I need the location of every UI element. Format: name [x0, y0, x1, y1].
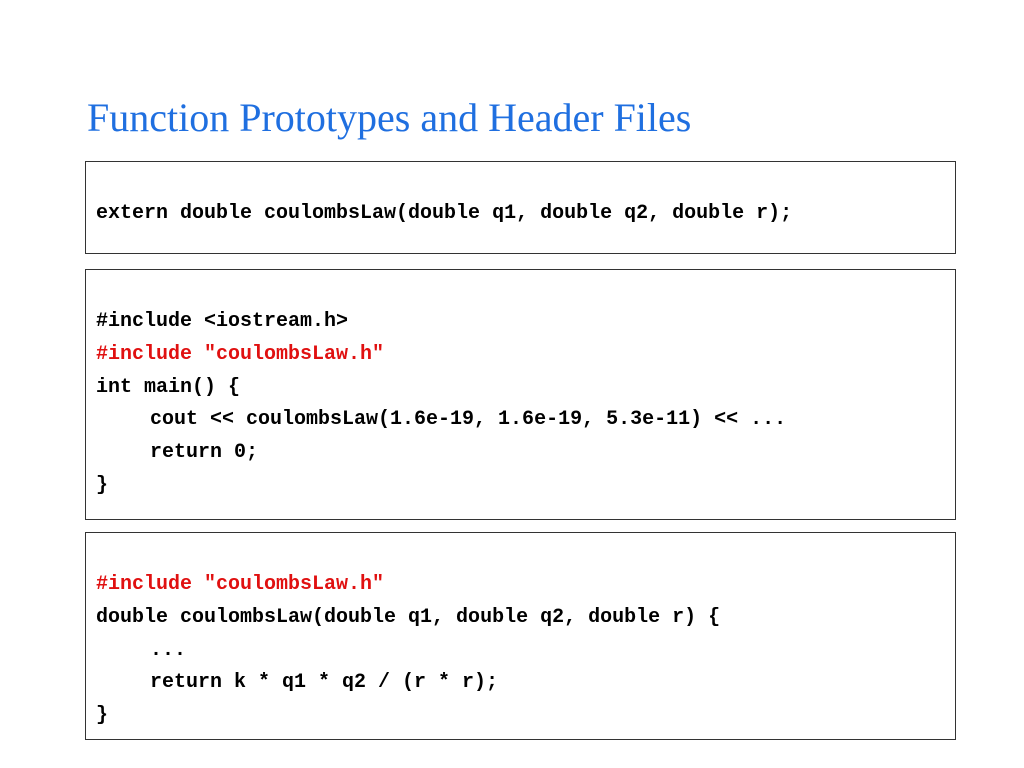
code-line-extern-declaration: extern double coulombsLaw(double q1, dou…: [96, 202, 793, 225]
code-line-return-zero: return 0;: [150, 441, 259, 465]
code-lines: #include <iostream.h> #include "coulombs…: [96, 306, 949, 503]
code-line-include-iostream: #include <iostream.h>: [96, 310, 349, 333]
code-line-closing-brace: }: [96, 473, 109, 497]
code-line-function-signature: double coulombsLaw(double q1, double q2,…: [96, 605, 721, 629]
code-lines: #include "coulombsLaw.h" double coulombs…: [96, 569, 949, 733]
prototype-code-block: extern double coulombsLaw(double q1, dou…: [85, 161, 956, 254]
code-line-include-header: #include "coulombsLaw.h": [96, 342, 385, 366]
definition-code-block: #include "coulombsLaw.h" double coulombs…: [85, 532, 956, 740]
code-line-closing-brace: }: [96, 704, 109, 728]
code-line-return-formula: return k * q1 * q2 / (r * r);: [150, 671, 499, 695]
main-code-block: #include <iostream.h> #include "coulombs…: [85, 269, 956, 520]
slide-title: Function Prototypes and Header Files: [87, 95, 692, 140]
code-line-cout-call: cout << coulombsLaw(1.6e-19, 1.6e-19, 5.…: [150, 408, 787, 432]
code-line-ellipsis: ...: [150, 638, 187, 662]
code-line-include-header: #include "coulombsLaw.h": [96, 573, 385, 596]
code-line-main-signature: int main() {: [96, 375, 241, 399]
code-lines: extern double coulombsLaw(double q1, dou…: [96, 198, 949, 231]
